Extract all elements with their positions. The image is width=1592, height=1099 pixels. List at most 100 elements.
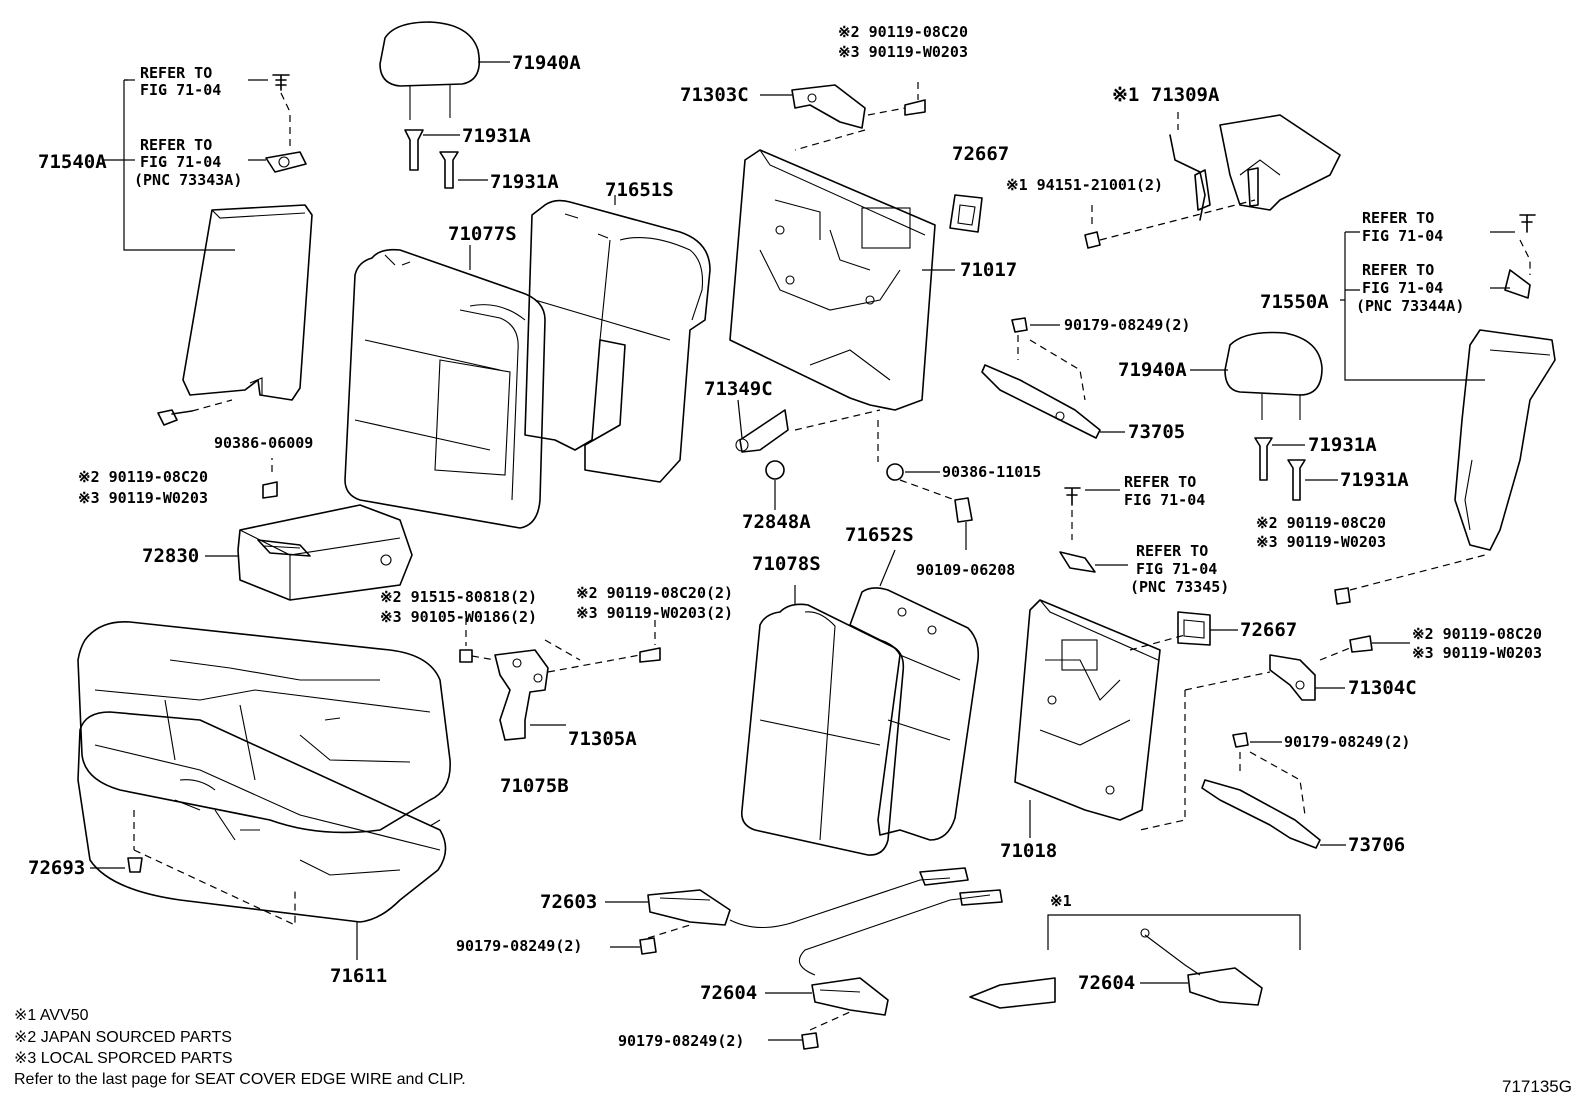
bracket-71303c [760, 82, 926, 151]
callout-note3-bolt: ※3 90119-W0203(2) [576, 604, 733, 622]
callout-72693: 72693 [28, 857, 85, 879]
callout-72667: 72667 [1240, 619, 1297, 641]
callout-pnc-73344a: (PNC 73344A) [1356, 297, 1464, 315]
callout-90179-08249: 90179-08249(2) [456, 937, 582, 955]
callout-71304c: 71304C [1348, 677, 1417, 699]
callout-90179-08249: 90179-08249(2) [1284, 733, 1410, 751]
variant-box-avv50 [969, 914, 1301, 1009]
seatback-frame-71017 [729, 149, 955, 411]
callout-pnc-73343a: (PNC 73343A) [134, 171, 242, 189]
callout-note3-bolt: ※3 90119-W0203 [1256, 533, 1386, 551]
callout-71075b: 71075B [500, 775, 569, 797]
callout-71077s: 71077S [448, 223, 517, 245]
side-panel-right-71550a [1334, 214, 1556, 605]
callout-note3-bolt: ※3 90119-W0203 [1412, 644, 1542, 662]
link-73705 [981, 317, 1125, 439]
callout-71303c: 71303C [680, 84, 749, 106]
callout-refer-to: REFER TO [1124, 473, 1196, 491]
callout-labels: 71940A 71931A 71931A 71077S 71651S 71540… [28, 23, 1542, 1050]
callout-fig-71-04: FIG 71-04 [1362, 279, 1443, 297]
seatback-pad-71652s [849, 549, 980, 841]
cover-72667-lower [1177, 611, 1238, 646]
figure-code: 717135G [1502, 1077, 1572, 1096]
striker-71309a [1084, 112, 1341, 249]
note-japan-sourced: ※2 JAPAN SOURCED PARTS [14, 1029, 232, 1046]
fasteners-refer-center [1059, 487, 1128, 573]
headrest-71940a-top [379, 21, 510, 189]
callout-71017: 71017 [960, 259, 1017, 281]
callout-71652s: 71652S [845, 524, 914, 546]
callout-note2-bolt: ※2 90119-08C20 [78, 468, 208, 486]
callout-90179-08249: 90179-08249(2) [618, 1032, 744, 1050]
note-local-sourced: ※3 LOCAL SPORCED PARTS [14, 1050, 233, 1067]
callout-fig-71-04: FIG 71-04 [1362, 227, 1443, 245]
headrest-guides-71931a-right [1254, 437, 1338, 501]
callout-note2-bolt: ※2 90119-08C20 [1412, 625, 1542, 643]
seat-cushion-cover-71075b [77, 621, 451, 834]
callout-refer-to: REFER TO [1136, 542, 1208, 560]
callout-note1-box: ※1 [1050, 892, 1072, 910]
callout-72603: 72603 [540, 891, 597, 913]
cover-71349c [735, 399, 881, 510]
callout-90386-06009: 90386-06009 [214, 434, 313, 452]
seatback-pad-71651s [524, 195, 711, 483]
callout-94151-21001: ※1 94151-21001(2) [1006, 176, 1163, 194]
callout-71931a: 71931A [1308, 434, 1377, 456]
seatback-frame-71018 [1014, 599, 1186, 838]
callout-note2-bolt: ※2 90119-08C20 [1256, 514, 1386, 532]
callout-note2-bolt: ※2 90119-08C20(2) [576, 584, 733, 602]
headrest-71940a-right [1190, 331, 1323, 420]
callout-note2-bolt: ※2 90119-08C20 [838, 23, 968, 41]
release-cable-72603 [605, 867, 1003, 976]
callout-71550a: 71550A [1260, 291, 1329, 313]
callout-fig-71-04: FIG 71-04 [1124, 491, 1205, 509]
hinge-71305a [459, 618, 661, 741]
callout-71931a: 71931A [490, 171, 559, 193]
callout-note2-clip: ※2 91515-80818(2) [380, 588, 537, 606]
callout-71078s: 71078S [752, 553, 821, 575]
callout-71651s: 71651S [605, 179, 674, 201]
callout-71931a: 71931A [1340, 469, 1409, 491]
callout-note3-bolt: ※3 90119-W0203 [838, 43, 968, 61]
armrest-72830 [205, 458, 413, 601]
bracket-71304c [1184, 635, 1410, 701]
callout-71940a: 71940A [512, 52, 581, 74]
link-73706 [1201, 732, 1346, 849]
callout-refer-to: REFER TO [140, 136, 212, 154]
callout-refer-to: REFER TO [140, 64, 212, 82]
callout-90109-06208: 90109-06208 [916, 561, 1015, 579]
callout-73706: 73706 [1348, 834, 1405, 856]
legend-notes: ※1 AVV50 ※2 JAPAN SOURCED PARTS ※3 LOCAL… [14, 1007, 466, 1088]
note-seat-cover-wire: Refer to the last page for SEAT COVER ED… [14, 1071, 466, 1088]
callout-71349c: 71349C [704, 378, 773, 400]
callout-72848a: 72848A [742, 511, 811, 533]
callout-fig-71-04: FIG 71-04 [140, 81, 221, 99]
callout-71305a: 71305A [568, 728, 637, 750]
callout-71940a: 71940A [1118, 359, 1187, 381]
callout-refer-to: REFER TO [1362, 209, 1434, 227]
callout-72830: 72830 [142, 545, 199, 567]
note-avv50: ※1 AVV50 [14, 1007, 89, 1024]
callout-fig-71-04: FIG 71-04 [1136, 560, 1217, 578]
cover-72667-top [949, 194, 983, 233]
seat-cushion-pad-71611 [77, 711, 447, 960]
side-panel-left-71540a [104, 74, 313, 426]
callout-72604: 72604 [700, 982, 757, 1004]
callout-71309a: ※1 71309A [1112, 84, 1220, 106]
seatback-cover-71078s [740, 585, 905, 856]
callout-note3-clip: ※3 90105-W0186(2) [380, 608, 537, 626]
callout-note3-bolt: ※3 90119-W0203 [78, 489, 208, 507]
callout-71018: 71018 [1000, 840, 1057, 862]
callout-pnc-73345: (PNC 73345) [1130, 578, 1229, 596]
callout-71931a: 71931A [462, 125, 531, 147]
callout-fig-71-04: FIG 71-04 [140, 153, 221, 171]
callout-72667: 72667 [952, 143, 1009, 165]
fasteners-center [877, 420, 973, 550]
callout-73705: 73705 [1128, 421, 1185, 443]
callout-90179-08249: 90179-08249(2) [1064, 316, 1190, 334]
release-cable-72604-left [765, 977, 889, 1050]
callout-90386-11015: 90386-11015 [942, 463, 1041, 481]
callout-71540a: 71540A [38, 151, 107, 173]
callout-72604: 72604 [1078, 972, 1135, 994]
